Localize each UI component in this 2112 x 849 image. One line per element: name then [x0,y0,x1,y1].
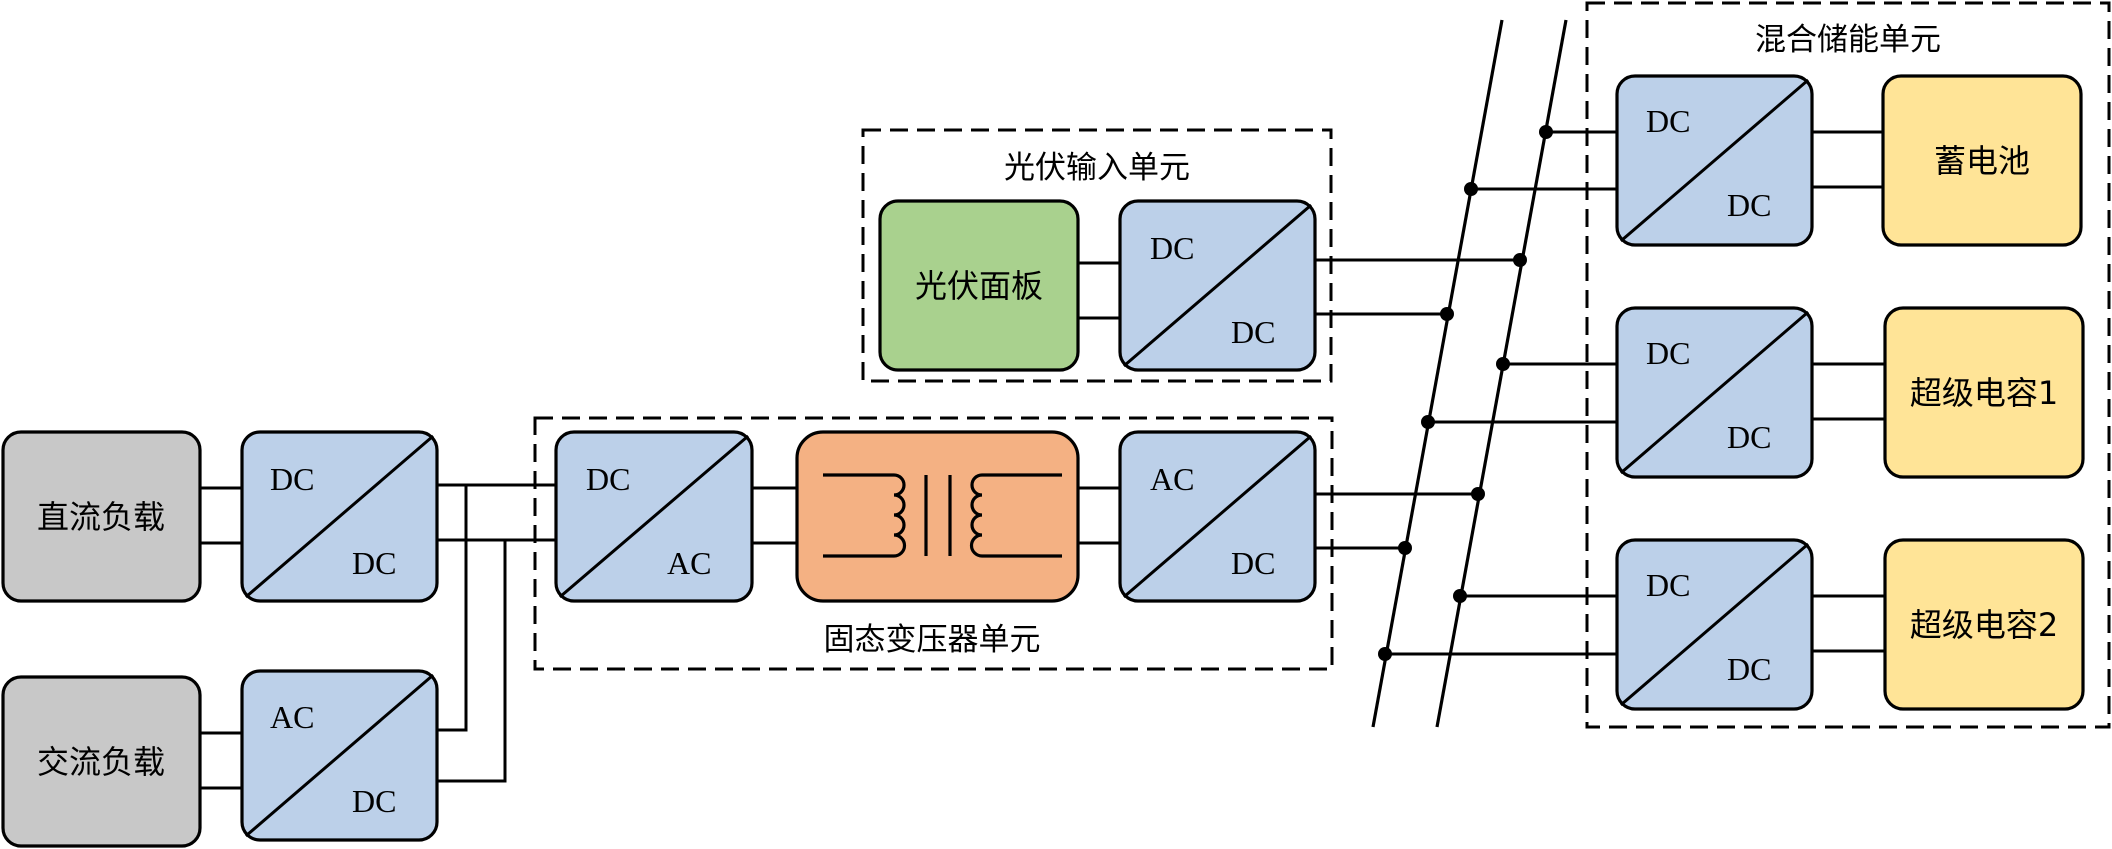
supercap1-block: 超级电容1 [1883,306,2085,479]
junction-dots [1378,125,1553,661]
transformer-icon [823,473,1062,558]
ac-load-block: 交流负载 [1,675,202,848]
load-acdc-converter: AC DC [240,669,439,842]
sst-dcac-converter: DC AC [554,430,754,603]
converter-output-label: DC [352,545,396,581]
pv-panel-block: 光伏面板 [878,199,1080,372]
supercap2-block: 超级电容2 [1883,538,2085,711]
battery-block: 蓄电池 [1881,74,2083,247]
supercap2-label: 超级电容2 [1910,606,2058,644]
converter-input-label: DC [1646,567,1690,603]
ac-load-label: 交流负载 [37,743,165,781]
converter-input-label: DC [1150,230,1194,266]
converter-input-label: DC [1646,335,1690,371]
converter-input-label: AC [1150,461,1194,497]
pv-panel-label: 光伏面板 [915,267,1043,305]
storage-unit-frame [1585,1,2111,729]
battery-label: 蓄电池 [1934,142,2030,180]
sst-unit-frame [533,416,1334,671]
converter-input-label: DC [586,461,630,497]
transformer-block [795,430,1080,603]
converter-input-label: DC [270,461,314,497]
converter-output-label: DC [1727,187,1771,223]
battery-dcdc-converter: DC DC [1615,74,1814,247]
converter-output-label: DC [1727,651,1771,687]
supercap2-dcdc-converter: DC DC [1615,538,1814,711]
load-dcdc-converter: DC DC [240,430,439,603]
dc-load-label: 直流负载 [37,498,165,536]
converter-output-label: AC [667,545,711,581]
supercap1-label: 超级电容1 [1910,374,2058,412]
converter-input-label: AC [270,699,314,735]
storage-unit-label: 混合储能单元 [1755,22,1941,58]
converter-output-label: DC [352,783,396,819]
converter-output-label: DC [1231,545,1275,581]
pv-unit-label: 光伏输入单元 [1004,150,1190,186]
dc-load-block: 直流负载 [1,430,202,603]
converter-output-label: DC [1231,314,1275,350]
wiring [198,130,1887,790]
supercap1-dcdc-converter: DC DC [1615,306,1814,479]
converter-input-label: DC [1646,103,1690,139]
dc-bus-line-negative [1371,19,1504,728]
converter-output-label: DC [1727,419,1771,455]
pv-dcdc-converter: DC DC [1118,199,1317,372]
pv-unit-frame [861,128,1333,383]
sst-acdc-converter: AC DC [1118,430,1317,603]
sst-unit-label: 固态变压器单元 [824,622,1041,658]
